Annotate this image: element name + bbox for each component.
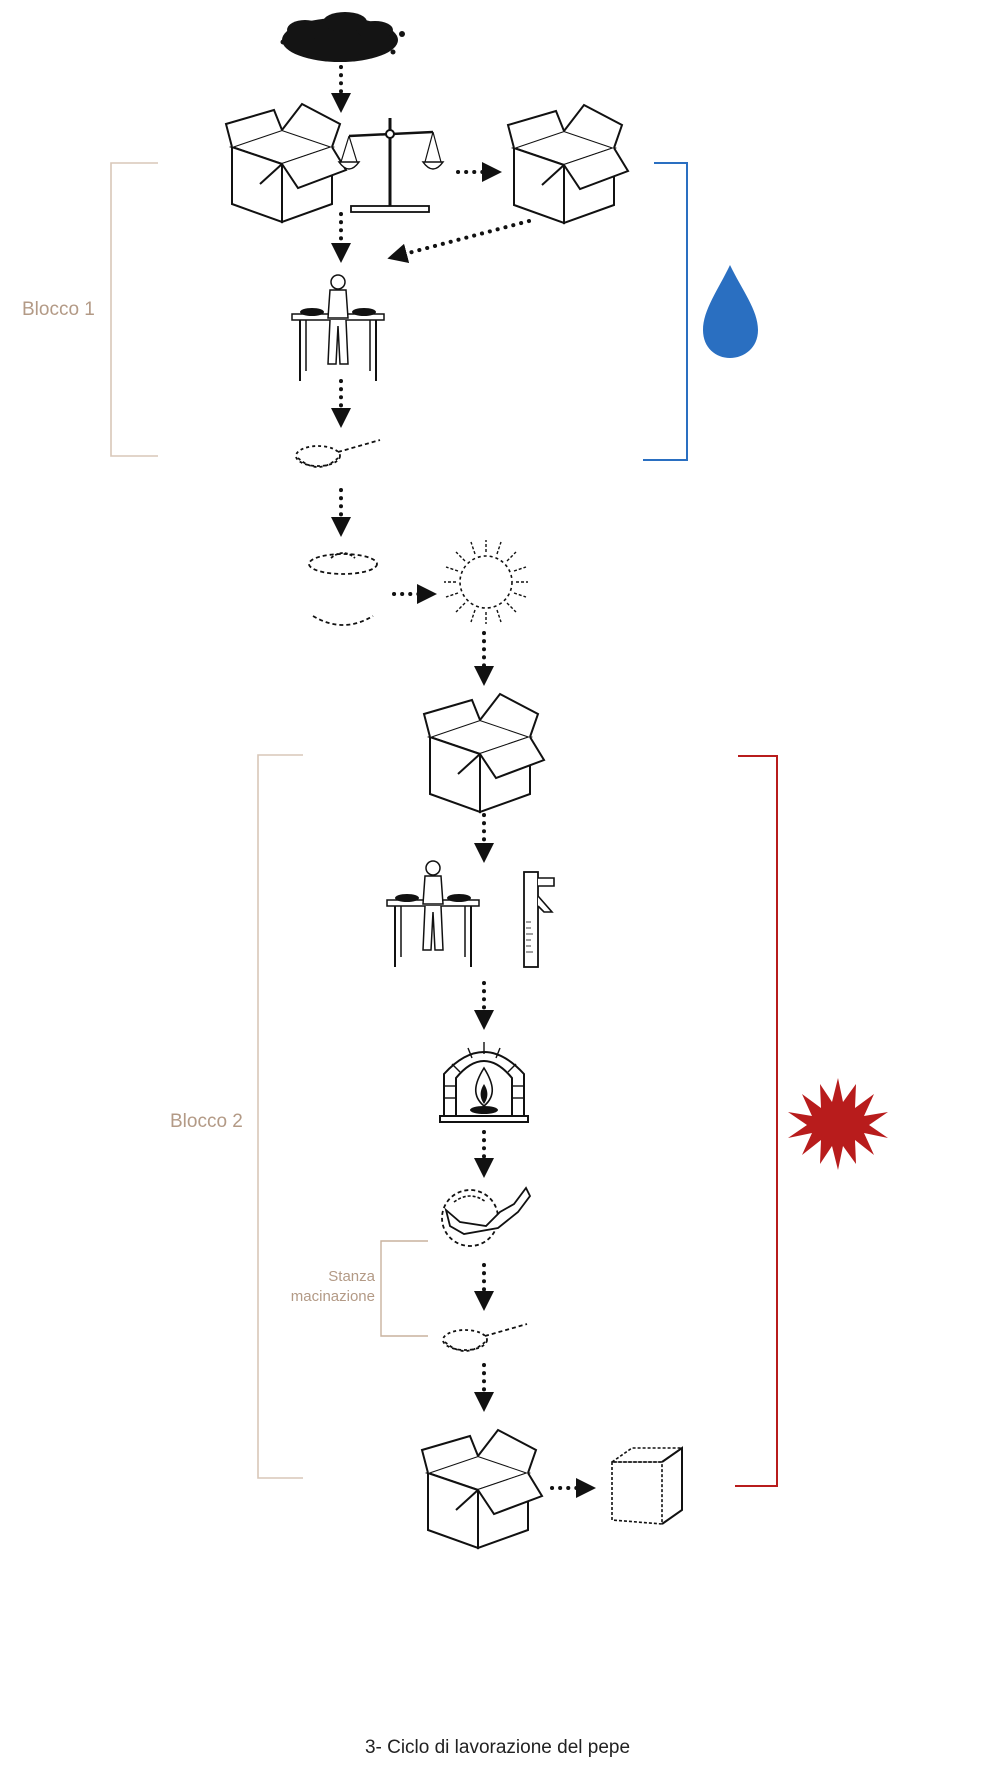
block1-label: Blocco 1 [22, 299, 95, 320]
worker-table-icon [290, 273, 386, 383]
mortar-pestle-icon [441, 1186, 532, 1247]
grinding-room-bracket [380, 1240, 428, 1337]
heat-burst-icon [788, 1078, 888, 1170]
block2-label: Blocco 2 [170, 1111, 243, 1132]
sun-icon [444, 540, 528, 624]
box-icon [421, 1429, 543, 1549]
water-bracket [643, 162, 688, 461]
peppercorn-pile-icon [280, 12, 405, 62]
block1-bracket [110, 162, 158, 457]
package-cube-icon [609, 1446, 685, 1525]
worker-table-icon [385, 859, 481, 969]
grinding-room-label-line1: Stanza [328, 1268, 375, 1285]
flow-arrow [387, 219, 531, 264]
pot-icon [308, 552, 378, 626]
sieve-icon [442, 1323, 528, 1352]
grinding-room-label: Stanza macinazione [290, 1267, 375, 1307]
box-icon [507, 104, 629, 224]
sieve-icon [295, 439, 381, 468]
water-drop-icon [703, 265, 758, 358]
box-icon [423, 693, 545, 813]
heat-bracket [735, 755, 778, 1487]
figure-caption: 3- Ciclo di lavorazione del pepe [364, 1737, 631, 1758]
oven-fire-icon [439, 1042, 529, 1123]
flow-arrows [331, 65, 596, 1498]
grinding-room-label-line2: macinazione [290, 1288, 375, 1305]
block2-bracket [257, 754, 303, 1479]
balance-scale-icon [337, 118, 445, 213]
caliper-icon [523, 871, 555, 968]
box-icon [225, 103, 347, 223]
